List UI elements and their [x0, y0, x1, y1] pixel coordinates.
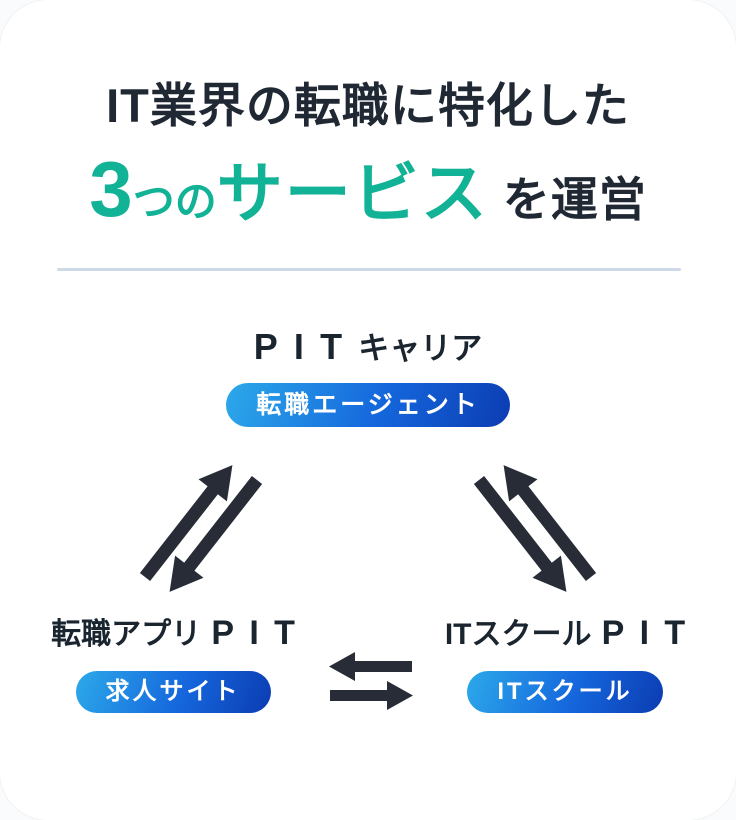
badge-career-agent: 転職エージェント: [226, 383, 510, 428]
headline-number: 3: [89, 145, 133, 233]
node-tenshoku-app-title: 転職アプリ PIT: [8, 614, 338, 653]
double-arrow-bottom-icon: [326, 650, 416, 717]
node-it-school-title: ITスクール PIT: [400, 614, 730, 653]
headline-line1: IT業界の転職に特化した: [106, 79, 630, 132]
double-arrow-top-left-icon: [135, 455, 265, 610]
headline-counter: つの: [132, 178, 217, 225]
pit-career-suffix: キャリア: [358, 331, 483, 366]
headline-services-word: サービス: [216, 156, 489, 230]
tenshoku-app-prefix: 転職アプリ: [51, 618, 202, 651]
section-divider: [57, 268, 681, 271]
pit-logo-text: PIT: [601, 614, 701, 652]
pit-logo-text: PIT: [211, 614, 311, 652]
double-arrow-top-right-icon: [471, 455, 601, 610]
pit-logo-text: PIT: [253, 326, 359, 367]
node-it-school-pit: ITスクール PIT ITスクール: [400, 614, 730, 714]
headline-suffix: を運営: [502, 173, 647, 226]
it-school-prefix: ITスクール: [444, 618, 592, 651]
node-pit-career: PITキャリア 転職エージェント: [0, 326, 736, 428]
node-tenshoku-app-pit: 転職アプリ PIT 求人サイト: [8, 614, 338, 714]
badge-it-school: ITスクール: [467, 671, 663, 714]
badge-job-site: 求人サイト: [75, 671, 271, 714]
node-pit-career-title: PITキャリア: [0, 326, 736, 367]
